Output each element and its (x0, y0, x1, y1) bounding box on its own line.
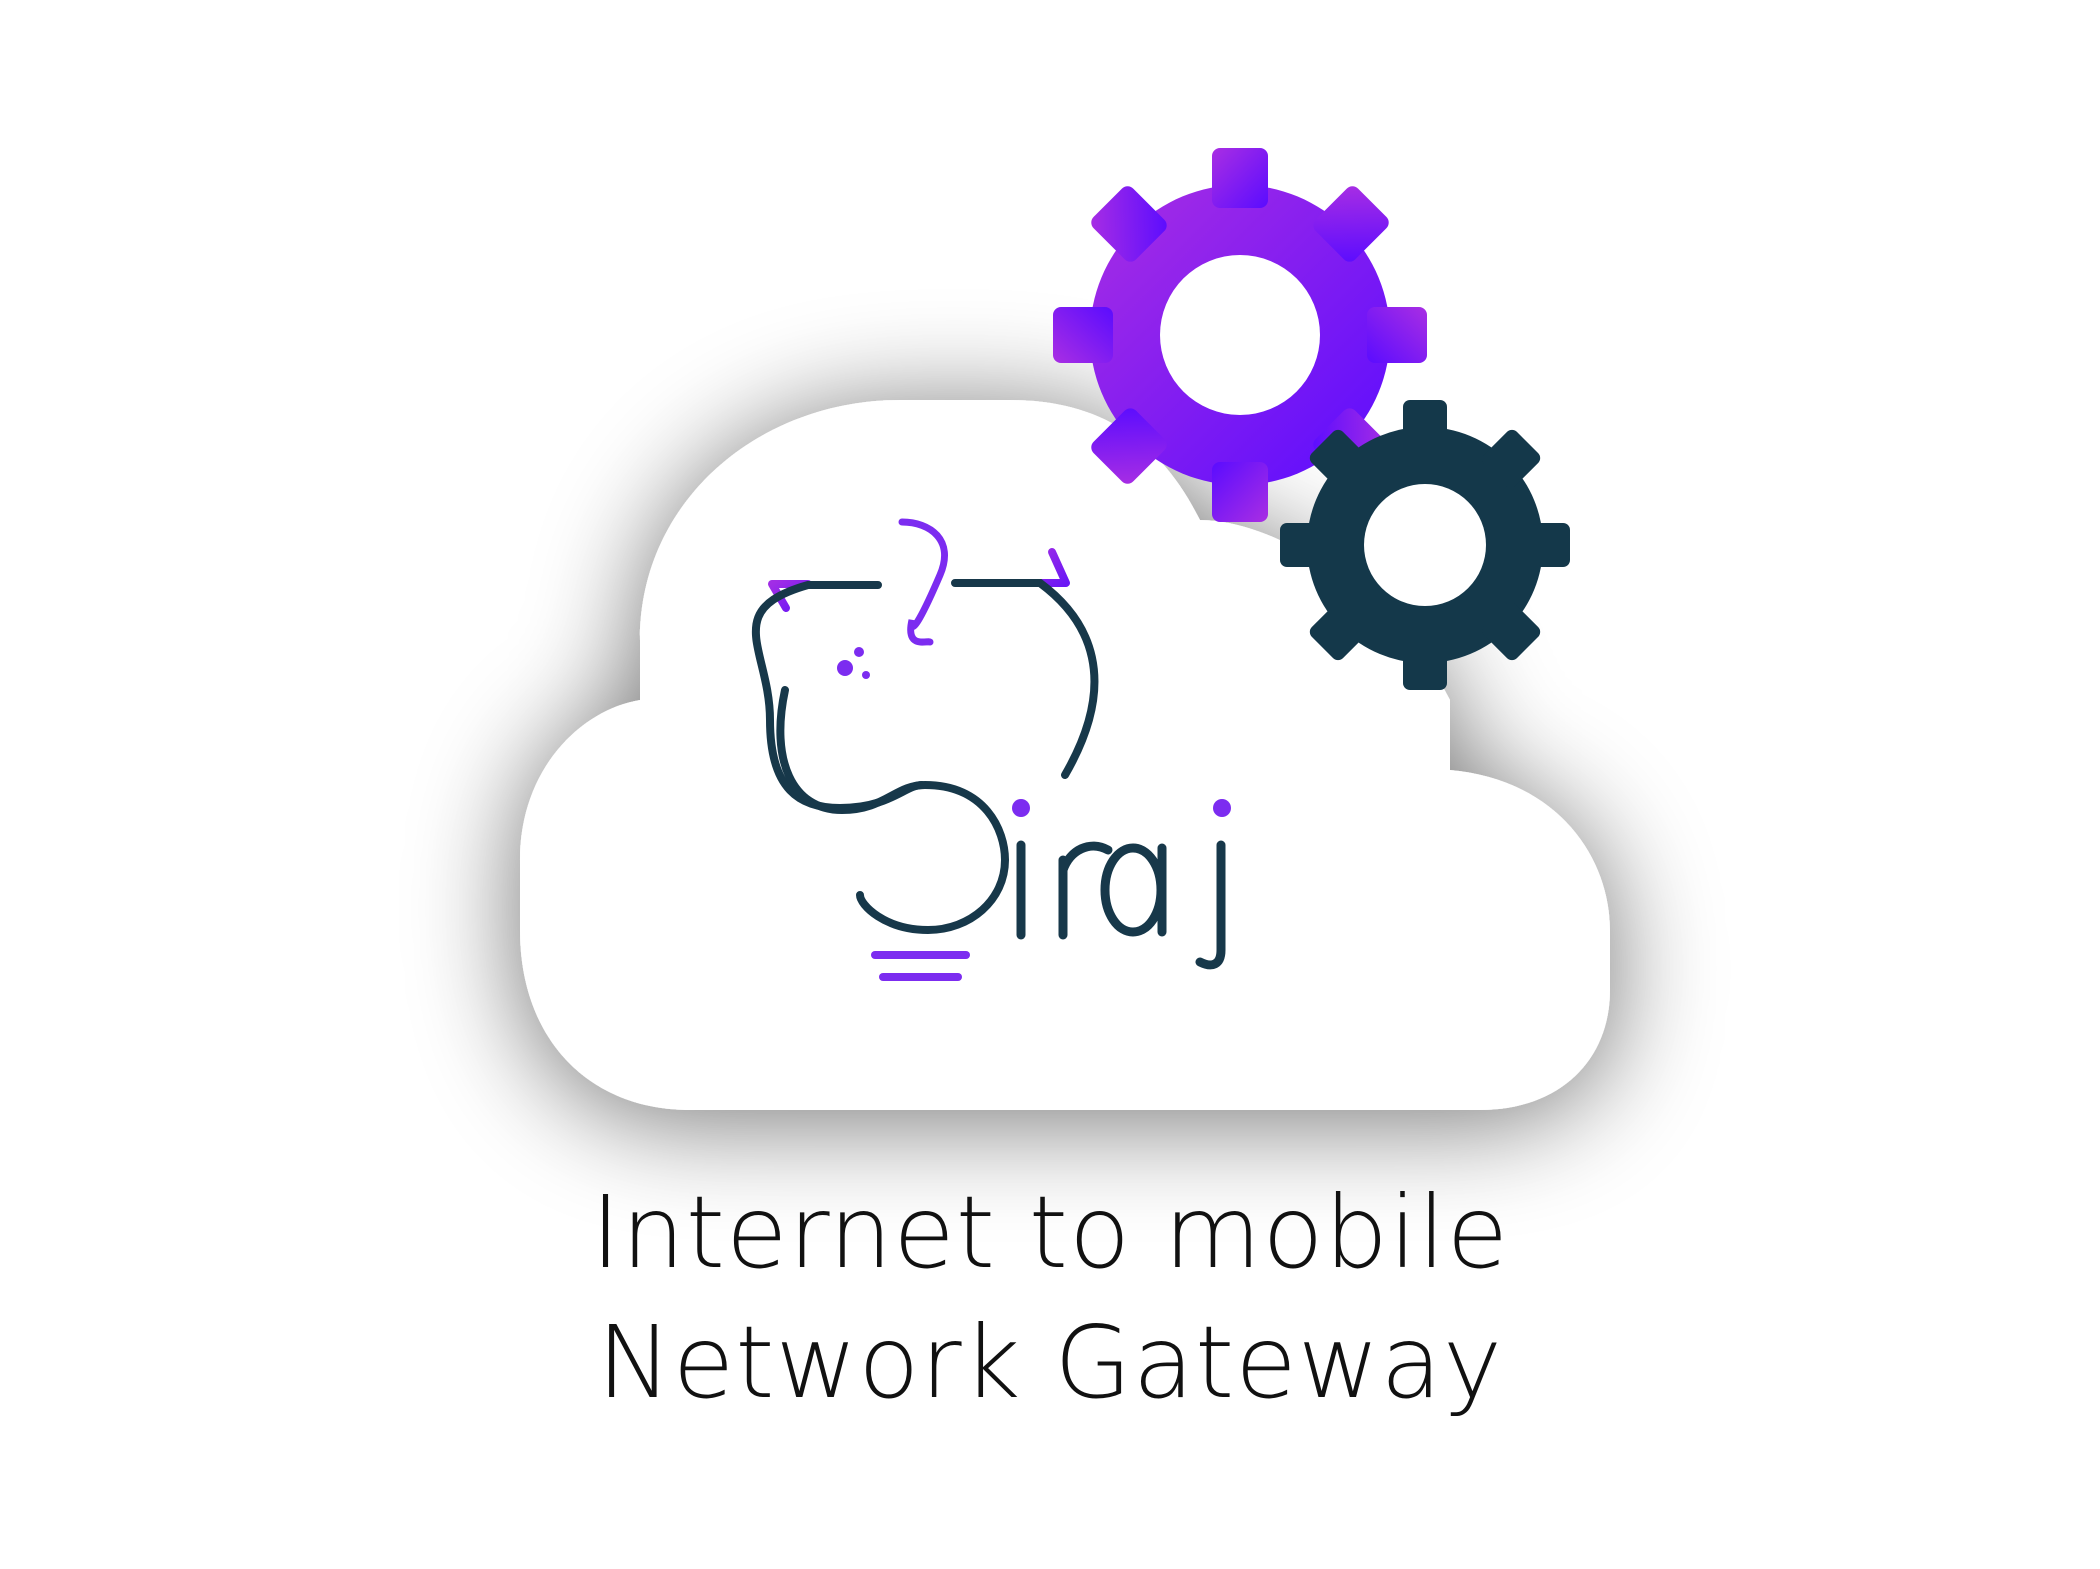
logo-dot (837, 660, 853, 676)
logo-j-dot (1213, 799, 1231, 817)
logo-arrow-left (768, 580, 812, 612)
caption-line-1: Internet to mobile (590, 1174, 1510, 1291)
logo-j-stem (1195, 840, 1226, 970)
logo-right-hook (951, 579, 1099, 779)
logo-i-dot (1012, 799, 1030, 817)
caption-line-2: Network Gateway (596, 1304, 1504, 1421)
logo-wave-mark (898, 518, 948, 646)
logo-r-arm (1058, 841, 1113, 875)
logo-dot (854, 647, 864, 657)
logo-s-body (776, 686, 1010, 935)
gear-small-icon (1280, 400, 1570, 690)
gear-large-icon (1053, 148, 1427, 522)
logo (751, 518, 1231, 981)
logo-dot (862, 671, 870, 679)
